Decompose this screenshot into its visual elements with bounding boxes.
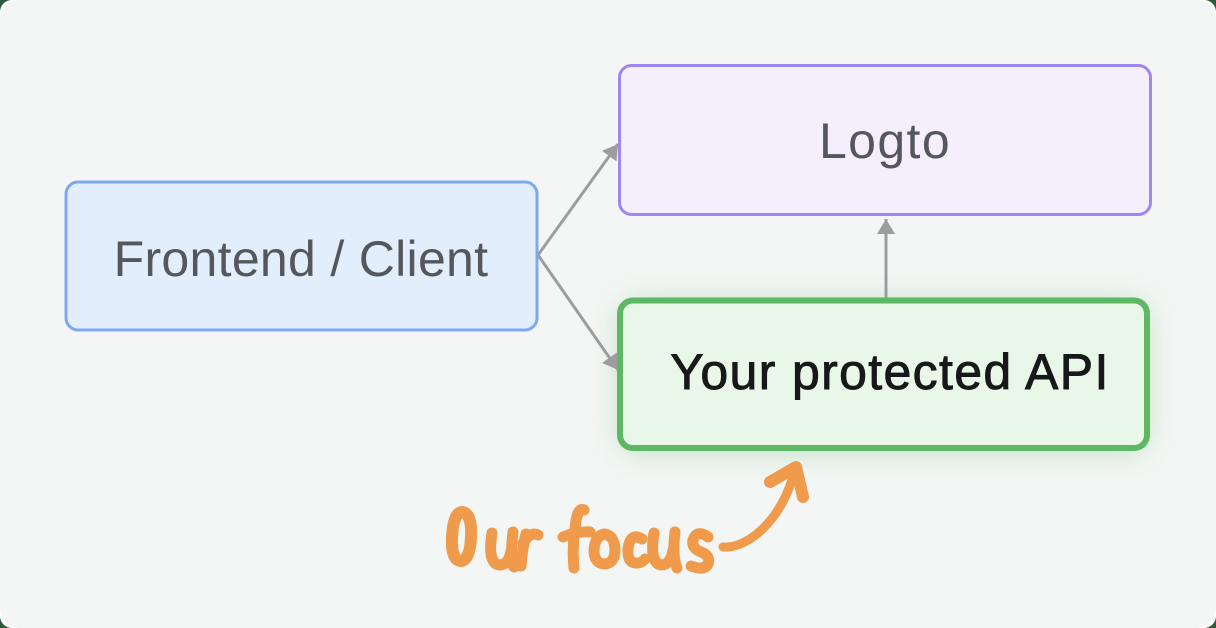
svg-text:Frontend / Client: Frontend / Client [114,231,489,287]
svg-text:Your protected API: Your protected API [670,344,1109,400]
svg-text:Logto: Logto [819,113,951,169]
